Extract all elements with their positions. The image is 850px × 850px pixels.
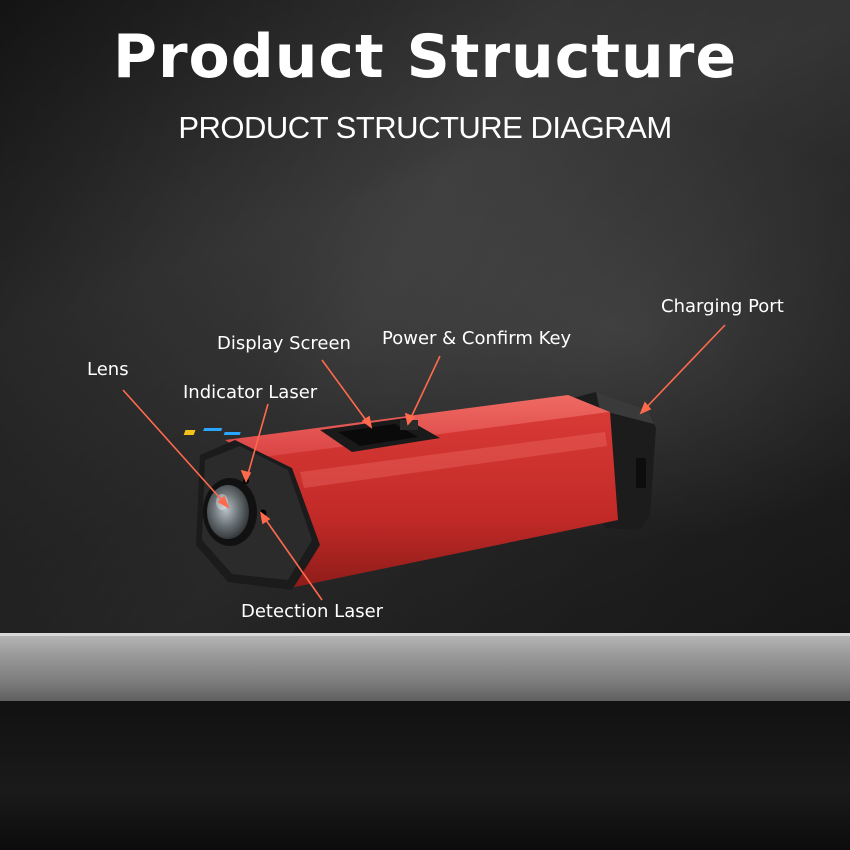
callout-detection-laser: Detection Laser <box>241 601 384 622</box>
callout-lines <box>122 324 726 601</box>
device-body <box>225 395 618 588</box>
page-title: Product Structure <box>112 22 738 92</box>
callout-power-confirm-key: Power & Confirm Key <box>382 328 572 349</box>
charging-port-leader-line <box>640 324 726 414</box>
callout-charging-port: Charging Port <box>661 296 784 317</box>
lens <box>207 485 249 539</box>
display-screen-module <box>183 418 440 452</box>
detection-laser-leader-line <box>260 512 323 601</box>
callout-indicator-laser: Indicator Laser <box>183 382 318 403</box>
floor <box>0 701 850 850</box>
lens-leader-line <box>122 389 229 508</box>
shelf-edge <box>0 633 850 636</box>
indicator-laser-leader-line <box>245 403 269 482</box>
shelf-surface <box>0 633 850 701</box>
display-screen-leader-line <box>321 359 372 428</box>
callout-lens: Lens <box>87 359 129 380</box>
power-confirm-button <box>400 420 418 430</box>
page-subtitle: PRODUCT STRUCTURE DIAGRAM <box>178 110 672 145</box>
callout-display-screen: Display Screen <box>217 333 351 354</box>
power-key-leader-line <box>407 355 441 425</box>
